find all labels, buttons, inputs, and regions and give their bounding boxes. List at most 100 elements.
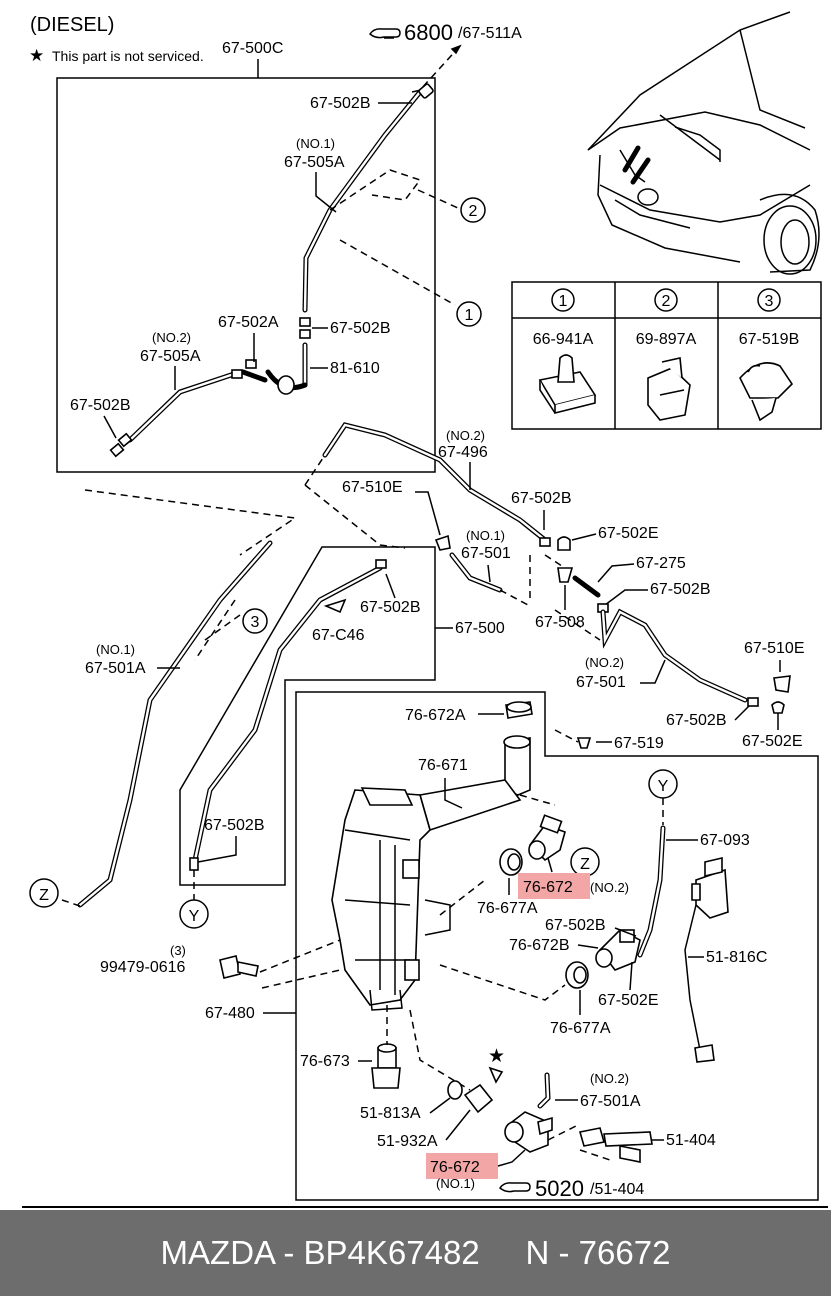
label-76-677a-b: 76-677A — [550, 1020, 611, 1037]
connector-51-404-icon — [578, 1127, 653, 1163]
harness-connector-icon — [691, 856, 729, 919]
bottom-ref-code: /51-404 — [590, 1181, 644, 1198]
label-51-932a: 51-932A — [377, 1133, 438, 1150]
pump-middle-icon — [595, 929, 641, 971]
grommet-middle-icon — [565, 961, 589, 989]
group-67-500c-frame — [56, 77, 436, 473]
highlight-76-672-no1 — [426, 1153, 498, 1179]
label-no2-a: (NO.2) — [152, 330, 191, 345]
svg-text:Y: Y — [658, 778, 669, 795]
label-67-505a-a: 67-505A — [284, 154, 345, 171]
label-no2-e: (NO.2) — [590, 1071, 629, 1086]
callout-y-left: Y — [179, 899, 209, 929]
clip-67-519b-icon — [739, 362, 794, 422]
svg-text:2: 2 — [469, 203, 478, 220]
label-67-502b-f: 67-502B — [360, 599, 421, 616]
top-ref-number: 6800 — [404, 20, 453, 45]
pump-no2-icon — [528, 814, 566, 862]
label-67-502b-a: 67-502B — [310, 95, 371, 112]
callout-2: 2 — [460, 197, 486, 223]
part-number-footer: MAZDA - BP4K67482 N - 76672 — [0, 1210, 831, 1296]
pump-no1-icon — [504, 1111, 553, 1153]
label-67-519: 67-519 — [614, 735, 664, 752]
label-no1-d: (NO.1) — [436, 1176, 475, 1191]
svg-text:Y: Y — [189, 908, 200, 925]
label-67-502b-g: 67-502B — [666, 712, 727, 729]
label-51-813a: 51-813A — [360, 1105, 421, 1122]
label-67-501a-b: 67-501A — [580, 1093, 641, 1110]
footer-part-number: MAZDA - BP4K67482 N - 76672 — [160, 1234, 671, 1271]
label-67-500c: 67-500C — [222, 40, 283, 57]
variant-label: (DIESEL) — [30, 14, 114, 36]
grommet-top-icon — [499, 848, 523, 876]
svg-text:1: 1 — [465, 307, 474, 324]
star-marker: ★ — [488, 1046, 505, 1067]
label-67-508: 67-508 — [535, 614, 585, 631]
label-51-816c: 51-816C — [706, 949, 767, 966]
label-no2-b: (NO.2) — [446, 428, 485, 443]
bottom-ref-number: 5020 — [535, 1176, 584, 1201]
level-sensor-icon — [371, 1043, 401, 1089]
label-67-502e-b: 67-502E — [742, 733, 803, 750]
legend-part-3: 67-519B — [739, 331, 800, 348]
label-67-c46: 67-C46 — [312, 627, 365, 644]
parts-diagram: (DIESEL) ★ This part is not serviced. 68… — [22, 11, 828, 1208]
label-67-505a-b: 67-505A — [140, 348, 201, 365]
label-67-501-b: 67-501 — [576, 674, 626, 691]
legend-key-3: 3 — [765, 293, 774, 310]
label-76-672b: 76-672B — [509, 937, 570, 954]
label-51-404: 51-404 — [666, 1132, 716, 1149]
svg-text:Z: Z — [580, 856, 590, 873]
grommet-bottom-icon — [447, 1080, 463, 1100]
label-99479-0616: 99479-0616 — [100, 959, 186, 976]
label-76-672a: 76-672A — [405, 707, 466, 724]
label-81-610: 81-610 — [330, 360, 380, 377]
label-67-093: 67-093 — [700, 832, 750, 849]
label-67-510e-b: 67-510E — [744, 640, 805, 657]
top-ref-code: /67-511A — [458, 25, 522, 42]
label-67-502e-c: 67-502E — [598, 992, 659, 1009]
label-76-671: 76-671 — [418, 757, 468, 774]
label-67-502b-i: 67-502B — [545, 917, 606, 934]
bolt-icon — [219, 955, 259, 979]
label-67-501-a: 67-501 — [461, 545, 511, 562]
tank-illustration — [331, 701, 533, 1011]
label-67-275: 67-275 — [636, 555, 686, 572]
not-serviced-note: This part is not serviced. — [52, 48, 204, 64]
label-67-502b-h: 67-502B — [204, 817, 265, 834]
label-no2-d: (NO.2) — [590, 880, 629, 895]
label-no2-c: (NO.2) — [585, 655, 624, 670]
callout-z-left: Z — [29, 878, 59, 908]
label-67-502b-d: 67-502B — [511, 490, 572, 507]
label-67-502b-b: 67-502B — [330, 320, 391, 337]
hand-pointer-bottom-icon — [499, 1182, 531, 1193]
clip-66-941a-icon — [538, 354, 597, 415]
car-front-illustration — [587, 11, 820, 275]
svg-text:Z: Z — [39, 887, 49, 904]
label-qty-3: (3) — [170, 943, 186, 958]
clip-69-897a-icon — [647, 357, 691, 421]
label-67-502b-e: 67-502B — [650, 581, 711, 598]
callout-3: 3 — [242, 608, 268, 634]
label-67-500: 67-500 — [455, 620, 505, 637]
filter-clip-icon — [463, 1083, 494, 1114]
legend-key-2: 2 — [662, 293, 671, 310]
label-76-672-no1: 76-672 — [430, 1159, 480, 1176]
hand-pointer-icon — [369, 28, 401, 39]
legend-part-2: 69-897A — [636, 331, 697, 348]
label-67-502a: 67-502A — [218, 314, 279, 331]
label-no1-c: (NO.1) — [96, 642, 135, 657]
label-67-501a-a: 67-501A — [85, 660, 146, 677]
legend-table: 1 2 3 66-941A 69-897A 67-519B — [511, 281, 822, 430]
label-76-672-no2: 76-672 — [523, 879, 573, 896]
legend-key-1: 1 — [559, 293, 568, 310]
label-no1-b: (NO.1) — [466, 528, 505, 543]
callout-y-right: Y — [648, 769, 678, 799]
label-67-496: 67-496 — [438, 444, 488, 461]
callout-1: 1 — [456, 301, 482, 327]
label-76-673: 76-673 — [300, 1053, 350, 1070]
legend-part-1: 66-941A — [533, 331, 594, 348]
label-76-677a-a: 76-677A — [477, 900, 538, 917]
callout-z-right: Z — [570, 847, 600, 877]
label-67-480: 67-480 — [205, 1005, 255, 1022]
